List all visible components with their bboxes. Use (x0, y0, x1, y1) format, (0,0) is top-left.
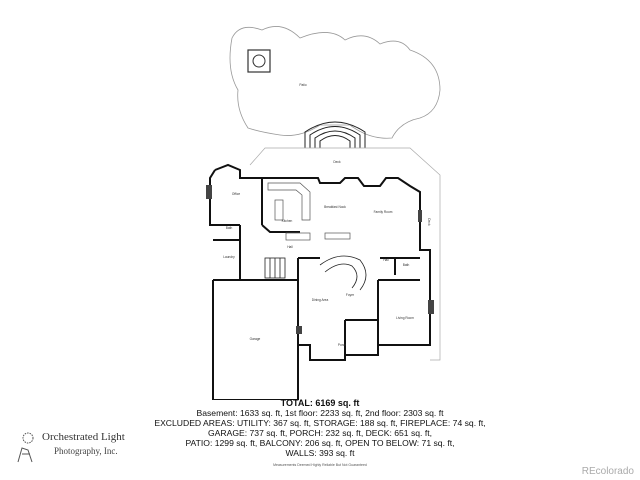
brand-watermark: REcolorado (581, 466, 634, 477)
house-walls (209, 163, 431, 400)
logo-line-1: Orchestrated Light (42, 431, 125, 443)
area-summary: TOTAL: 6169 sq. ft Basement: 1633 sq. ft… (110, 398, 530, 458)
summary-line: WALLS: 393 sq. ft (285, 448, 355, 458)
deck-outline (249, 147, 441, 361)
logo-line-2: Photography, Inc. (54, 446, 118, 456)
room-label-living-room: Living Room (396, 316, 414, 320)
room-label-porch: Porch (338, 343, 347, 347)
hot-tub (247, 49, 271, 73)
room-label-hall: Hall (287, 245, 293, 249)
floor-plan: Patio Deck Office Kitchen Breakfast Nook… (206, 26, 441, 400)
room-label-deck-side: Deck (427, 218, 431, 226)
summary-line: EXCLUDED AREAS: UTILITY: 367 sq. ft, STO… (154, 418, 486, 428)
room-label-patio: Patio (299, 83, 306, 87)
room-label-laundry: Laundry (223, 255, 235, 259)
room-label-bath-2: Bath (403, 263, 410, 267)
room-label-dining-area: Dining Area (312, 298, 329, 302)
room-label-breakfast-nook: Breakfast Nook (324, 205, 346, 209)
staircase (264, 255, 367, 291)
room-label-bath: Bath (226, 226, 233, 230)
room-label-kitchen: Kitchen (282, 219, 293, 223)
room-label-foyer: Foyer (346, 293, 355, 297)
fireplaces (206, 185, 434, 334)
room-label-deck: Deck (333, 160, 341, 164)
room-label-office: Office (232, 192, 240, 196)
room-label-hall-2: Hall (383, 258, 389, 262)
room-label-garage: Garage (250, 337, 261, 341)
disclaimer: Measurements Deemed Highly Reliable But … (273, 463, 367, 467)
total-area: TOTAL: 6169 sq. ft (280, 398, 360, 408)
photographer-logo: Orchestrated Light Photography, Inc. (14, 428, 154, 464)
logo-icon (17, 432, 34, 463)
patio (229, 26, 441, 139)
summary-line: Basement: 1633 sq. ft, 1st floor: 2233 s… (196, 408, 444, 418)
deck-stairs (304, 121, 366, 148)
summary-line: PATIO: 1299 sq. ft, BALCONY: 206 sq. ft,… (185, 438, 455, 448)
summary-line: GARAGE: 737 sq. ft, PORCH: 232 sq. ft, D… (207, 428, 432, 438)
room-label-family-room: Family Room (374, 210, 393, 214)
kitchen-fixtures (267, 182, 351, 241)
